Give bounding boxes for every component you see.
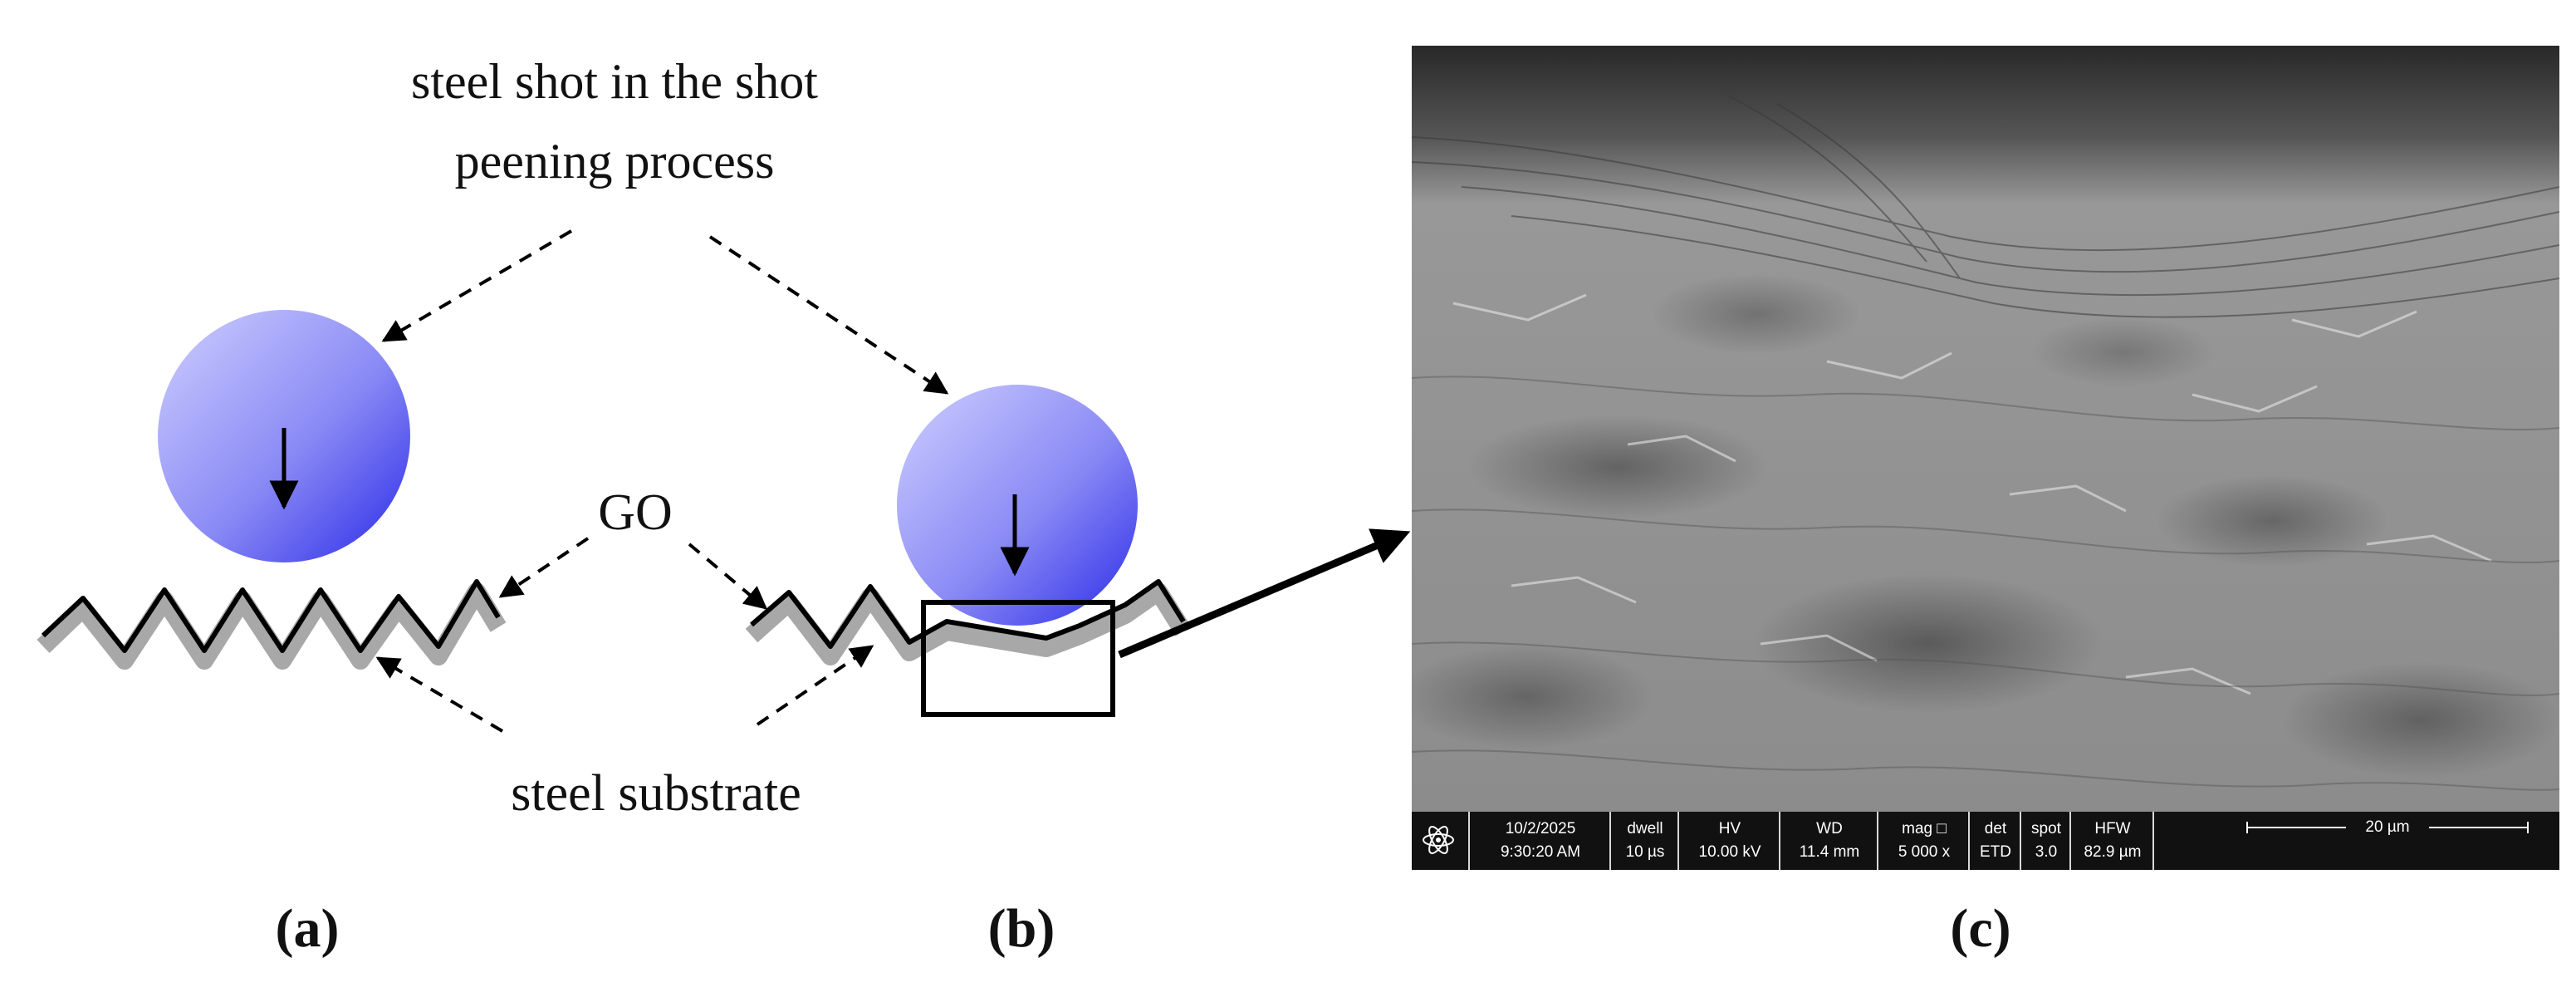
scale-bar-tick-right (2527, 822, 2529, 833)
sem-mag-value: 5 000 x (1898, 843, 1951, 861)
arrow-go-to-surface-a (498, 537, 590, 598)
arrow-substrate-to-b (756, 645, 874, 726)
title-line-1: steel shot in the shot (411, 54, 818, 109)
sem-det-value: ETD (1980, 843, 2011, 861)
sem-hfw: HFW 82.9 µm (2069, 812, 2154, 870)
sem-hfw-value: 82.9 µm (2084, 843, 2142, 861)
sem-image (1412, 46, 2559, 812)
scale-bar-tick-left (2246, 822, 2248, 833)
zoom-arrow (1118, 528, 1411, 659)
title-line-2: peening process (454, 134, 775, 189)
sem-wd-label: WD (1816, 820, 1843, 837)
sem-wd: WD 11.4 mm (1779, 812, 1878, 870)
sem-hv-value: 10.00 kV (1698, 843, 1761, 861)
sem-mag: mag □ 5 000 x (1877, 812, 1970, 870)
arrow-substrate-to-a (375, 656, 504, 733)
sem-hv: HV 10.00 kV (1677, 812, 1780, 870)
sem-spot-value: 3.0 (2035, 843, 2058, 861)
sem-dwell: dwell 10 µs (1609, 812, 1679, 870)
sem-hfw-label: HFW (2094, 820, 2131, 837)
sem-date-time: 10/2/2025 9:30:20 AM (1468, 812, 1611, 870)
panel-label-c: (c) (1950, 898, 2011, 959)
arrow-title-to-shot-b (708, 235, 949, 395)
sem-wd-value: 11.4 mm (1799, 843, 1860, 861)
sem-date: 10/2/2025 (1505, 820, 1576, 837)
steel-shot-b (897, 385, 1138, 626)
sem-det: det ETD (1968, 812, 2021, 870)
sem-spot-label: spot (2031, 820, 2061, 837)
arrow-title-to-shot-a (381, 229, 573, 342)
sem-det-label: det (1984, 820, 2007, 837)
sem-info-bar: 10/2/2025 9:30:20 AM dwell 10 µs HV 10.0… (1412, 812, 2559, 870)
callout-arrows (375, 229, 949, 733)
substrate-surface-a (41, 579, 501, 653)
sem-spot: spot 3.0 (2020, 812, 2071, 870)
scale-bar: 20 µm (2246, 815, 2529, 840)
go-label: GO (598, 484, 673, 541)
substrate-surface-b (750, 579, 1186, 649)
sem-mag-label: mag □ (1902, 820, 1947, 837)
sem-hv-label: HV (1718, 820, 1741, 837)
sem-texture (1412, 95, 2559, 791)
sem-micrograph: 10/2/2025 9:30:20 AM dwell 10 µs HV 10.0… (1412, 46, 2559, 870)
diagram-title: steel shot in the shot peening process (274, 42, 955, 201)
panel-label-b: (b) (987, 898, 1055, 959)
zoom-region-box (921, 600, 1115, 717)
sem-time: 9:30:20 AM (1500, 843, 1581, 861)
substrate-label: steel substrate (511, 765, 801, 822)
substrate-coating-a (37, 582, 507, 670)
substrate-coating-b (745, 582, 1192, 665)
microscope-logo-icon (1423, 826, 1454, 854)
arrow-go-to-surface-b (688, 543, 768, 610)
scale-bar-label: 20 µm (2346, 815, 2429, 840)
sem-dwell-value: 10 µs (1625, 843, 1665, 861)
sem-scale-cell (2152, 812, 2559, 870)
panel-label-a: (a) (275, 898, 340, 959)
sem-dwell-label: dwell (1627, 820, 1663, 837)
